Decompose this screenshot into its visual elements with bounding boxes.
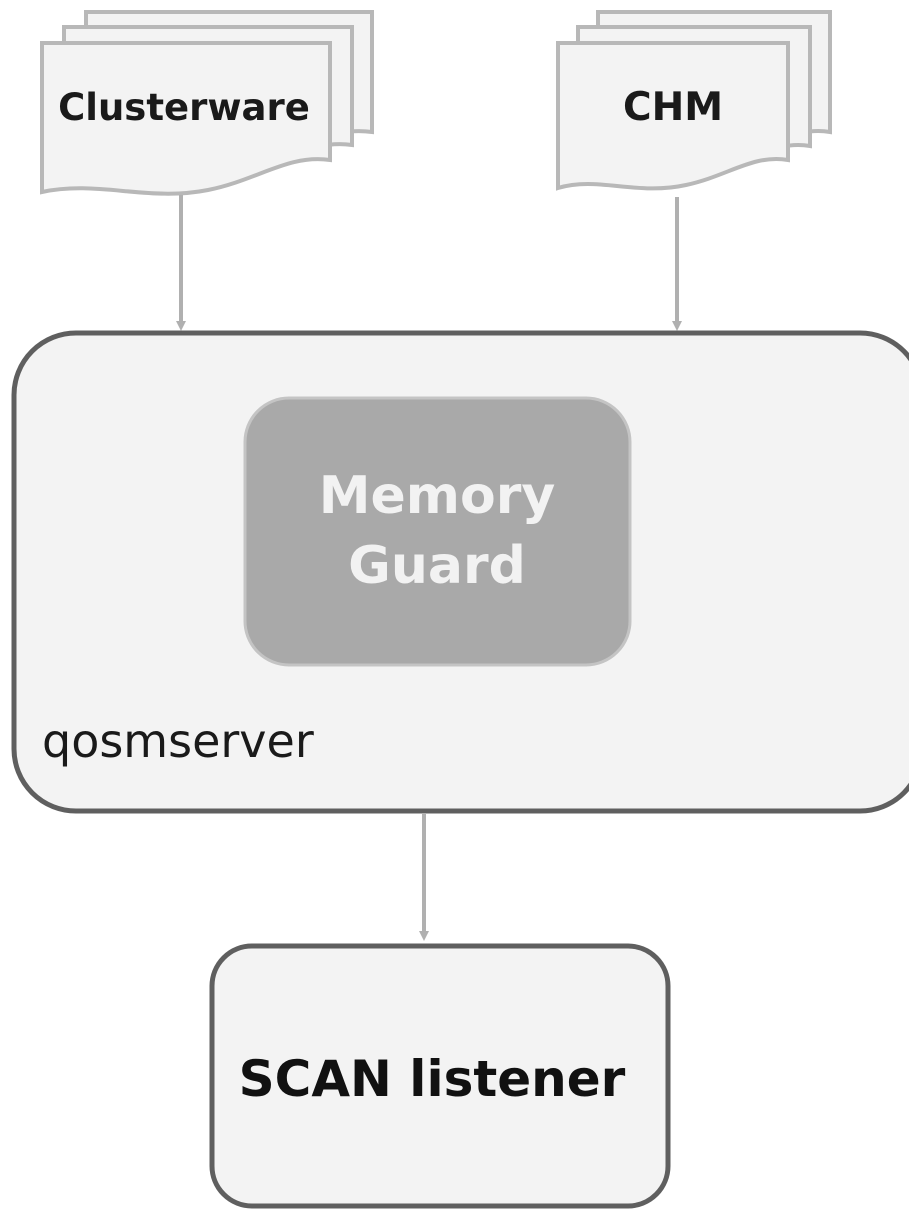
memory-guard-label-line2: Guard — [348, 536, 526, 596]
memory-guard-box — [243, 396, 632, 667]
scan-listener-label: SCAN listener — [239, 1050, 626, 1108]
qosmserver-label: qosmserver — [42, 714, 314, 768]
clusterware-doc-front — [40, 41, 332, 196]
chm-doc-front — [556, 41, 790, 191]
chm-label: CHM — [623, 85, 723, 130]
memory-guard-label-line1: Memory — [319, 466, 555, 526]
clusterware-document-stack: Clusterware — [40, 10, 374, 196]
scan-listener-box — [209, 943, 671, 1209]
chm-document-stack: CHM — [556, 10, 832, 191]
clusterware-label: Clusterware — [58, 86, 310, 129]
